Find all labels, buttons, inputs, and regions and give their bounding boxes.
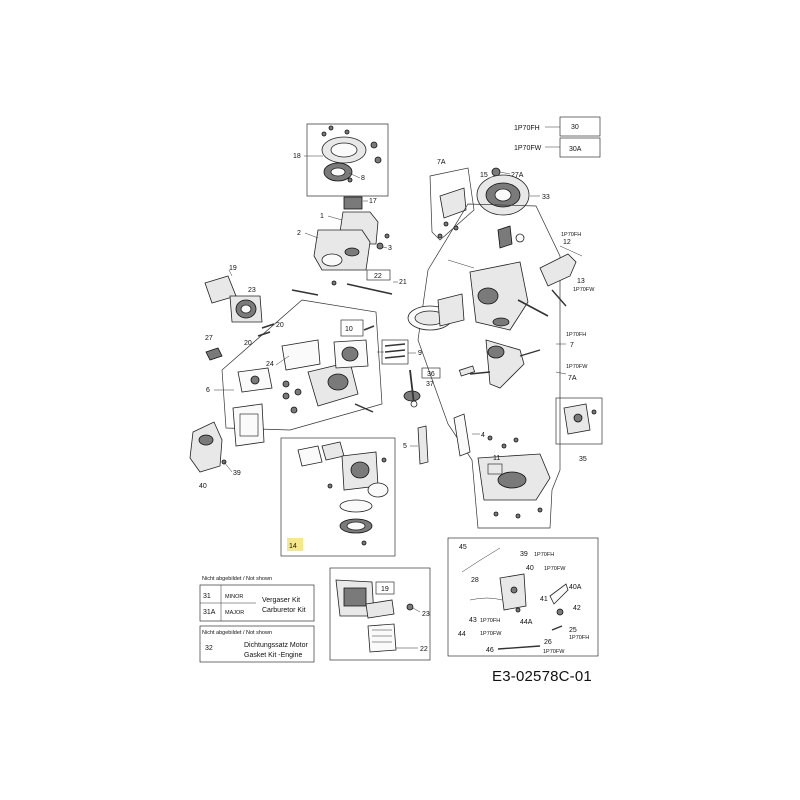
callout-17-a: 20	[276, 322, 284, 329]
callout-12: 11	[493, 455, 500, 462]
callout-21: 18	[293, 153, 301, 160]
air-filter-group: 19 23 20 20 27	[204, 265, 284, 361]
callout-14: 14	[289, 543, 297, 550]
model-1p70fw-label: 1P70FW	[514, 145, 542, 152]
variant-40a-note: 1P70FW	[544, 566, 566, 572]
callout-23: 23	[422, 611, 430, 618]
callout-26: 24	[266, 361, 274, 368]
camshaft-group: 36 37 5 4	[403, 365, 485, 465]
pushrod-group: 22 21	[291, 269, 407, 296]
callout-33: 27A	[511, 172, 524, 179]
callout-25: 23	[248, 287, 256, 294]
model-1p70fh-ref: 30	[571, 124, 579, 131]
legend-gasket-desc-en: Gasket Kit -Engine	[244, 652, 302, 659]
sensor-group: 35	[555, 397, 603, 463]
callout-13: 12	[563, 239, 571, 246]
callout-41: 40A	[569, 584, 582, 591]
muffler-group: 19 23 22	[329, 567, 431, 661]
legend-gasket-header: Nicht abgebildet / Not shown	[202, 630, 272, 636]
document-code: E3-02578C-01	[492, 668, 592, 685]
head-cover-group: 17 1 2 3	[297, 196, 392, 286]
starter-group: 18 8	[293, 123, 389, 197]
callout-4: 4	[481, 432, 485, 439]
callout-39: 40	[199, 483, 207, 490]
variant-7a-note: 1P70FW	[566, 364, 588, 370]
callout-9: 8	[361, 175, 365, 182]
control-group: 45 28 39 1P70FH 40 1P70FW 40A 41 42 43 1…	[447, 537, 599, 657]
callout-28: 27	[205, 335, 213, 342]
callout-40: 39	[520, 551, 528, 558]
callout-2: 2	[297, 230, 301, 237]
model-1p70fh-label: 1P70FH	[514, 125, 540, 132]
callout-36: 35	[579, 456, 587, 463]
callout-46: 45	[459, 544, 467, 551]
callout-20: 17	[369, 198, 377, 205]
callout-47: 46	[486, 647, 494, 654]
callout-10: 9	[418, 350, 422, 357]
callout-6: 6	[206, 387, 210, 394]
callout-42: 41	[540, 596, 548, 603]
callout-16: 19	[381, 586, 389, 593]
variant-7-note: 1P70FH	[566, 332, 586, 338]
model-1p70fw-ref: 30A	[569, 146, 582, 153]
callout-1: 1	[320, 213, 324, 220]
legend-carb: Nicht abgebildet / Not shown 31 MINOR 31…	[199, 576, 315, 622]
callout-34: 28	[471, 577, 479, 584]
side-parts-group: 1P70FH 12 13 1P70FW 1P70FH 7 1P70FW 7A	[539, 232, 595, 382]
legend-carb-code-0: MINOR	[225, 594, 243, 600]
variant-44a-note: 1P70FW	[480, 631, 502, 637]
callout-35: 33	[542, 194, 550, 201]
callout-27: 25	[569, 627, 577, 634]
callout-15: 15	[480, 172, 488, 179]
variant-27a-note: 1P70FW	[543, 649, 565, 655]
legend-gasket-num: 32	[205, 645, 213, 652]
legend-carb-desc-en: Carburetor Kit	[262, 607, 306, 614]
callout-44: 43	[469, 617, 477, 624]
cylinder-head-group: 10 6 24 9	[206, 299, 422, 447]
legend-carb-desc-de: Vergaser Kit	[262, 597, 300, 604]
callout-17-b: 20	[244, 340, 252, 347]
variant-13-note: 1P70FH	[561, 232, 581, 238]
callout-7a: 7A	[568, 375, 577, 382]
callout-37: 36	[427, 371, 435, 378]
callout-5: 5	[403, 443, 407, 450]
callout-7: 7	[570, 342, 574, 349]
callout-22: 22	[420, 646, 428, 653]
callout-19: 22	[374, 273, 382, 280]
callout-27a: 26	[544, 639, 552, 646]
callout-8: 7A	[437, 159, 446, 166]
model-table: 1P70FH 30 1P70FW 30A	[514, 116, 601, 158]
callout-38: 39	[233, 470, 241, 477]
variant-13a-note: 1P70FW	[573, 287, 595, 293]
callout-43: 42	[573, 605, 581, 612]
variant-44-note: 1P70FH	[480, 618, 500, 624]
legend-gasket: Nicht abgebildet / Not shown 32 Dichtung…	[199, 625, 315, 663]
carburetor-group: 14	[280, 437, 396, 557]
callout-13a: 13	[577, 278, 585, 285]
flywheel-group: 27A 15 33 7A	[429, 159, 550, 241]
callout-11: 10	[345, 326, 353, 333]
shroud-group: 39 40	[189, 421, 241, 490]
variant-40-note: 1P70FH	[534, 552, 554, 558]
callout-3: 3	[388, 245, 392, 252]
callout-24: 19	[229, 265, 237, 272]
legend-gasket-desc-de: Dichtungssatz Motor	[244, 642, 308, 649]
callout-45: 44A	[520, 619, 533, 626]
legend-carb-header: Nicht abgebildet / Not shown	[202, 576, 272, 582]
legend-carb-num-0: 31	[203, 593, 211, 600]
callout-18: 21	[399, 279, 407, 286]
callout-40a: 40	[526, 565, 534, 572]
legend-carb-code-1: MAJOR	[225, 610, 244, 616]
legend-carb-num-1: 31A	[203, 609, 216, 616]
crankcase-group: 11	[407, 203, 561, 529]
variant-27-note: 1P70FH	[569, 635, 589, 641]
callout-44a: 44	[458, 631, 466, 638]
callout-37a: 37	[426, 381, 434, 388]
